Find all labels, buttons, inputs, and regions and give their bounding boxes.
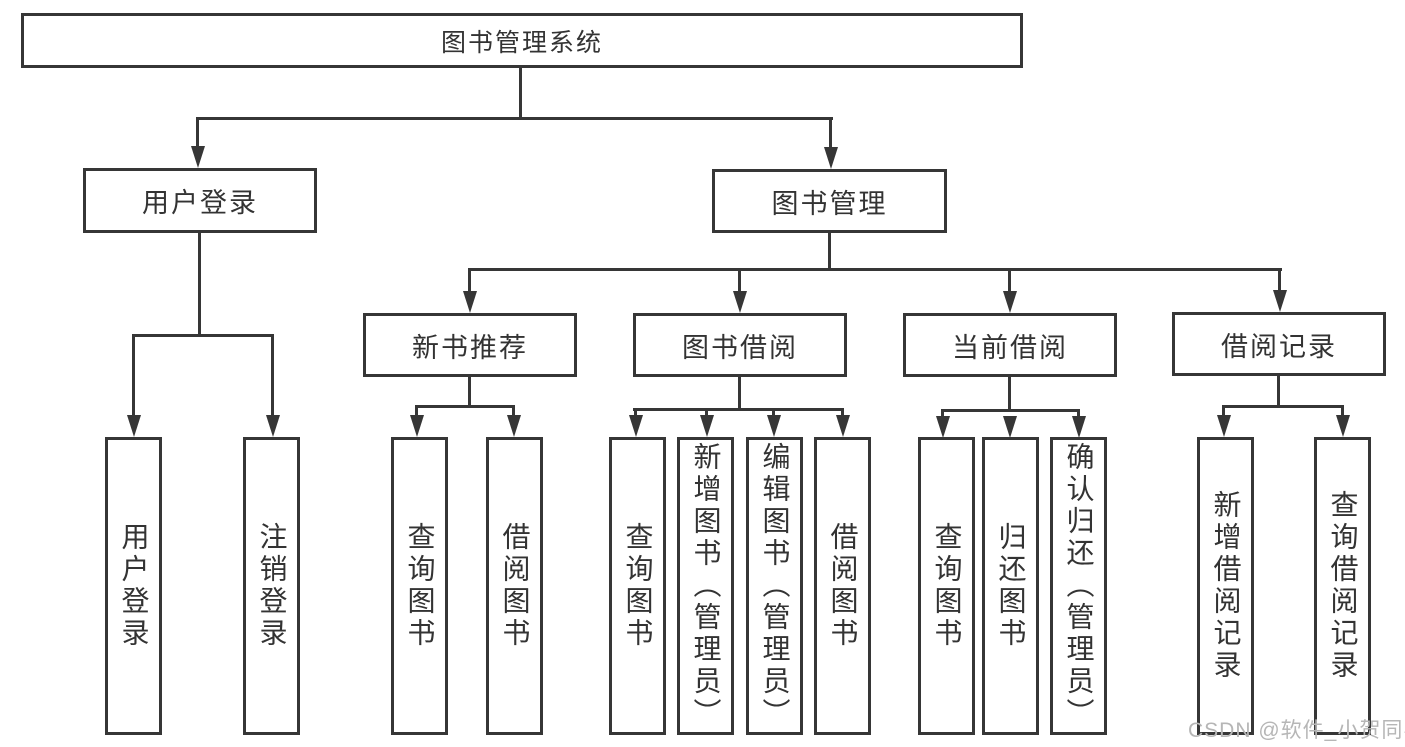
arrow-down-icon (1336, 415, 1350, 437)
connector-login-drop-1 (132, 334, 135, 415)
arrow-down-icon (266, 415, 280, 437)
arrow-down-icon (191, 146, 205, 168)
node-library-system: 图书管理系统 (21, 13, 1023, 68)
node-current-borrow: 当前借阅 (903, 313, 1117, 377)
connector-recommend-drop (468, 268, 471, 291)
connector-login-rail (132, 334, 274, 337)
arrow-down-icon (463, 291, 477, 313)
connector-user-login-drop (196, 117, 199, 148)
connector-level2-rail (196, 117, 833, 120)
connector-borrow-stem (738, 377, 741, 410)
connector-recommend-stem (468, 377, 471, 407)
connector-borrow-drop (738, 268, 741, 291)
arrow-down-icon (824, 147, 838, 169)
connector-records-rail (1222, 405, 1344, 408)
arrow-down-icon (410, 415, 424, 437)
arrow-down-icon (700, 415, 714, 437)
connector-current-rail (941, 409, 1080, 412)
leaf-query-books-recommend: 查询图书 (391, 437, 448, 735)
leaf-borrow-books: 借阅图书 (814, 437, 871, 735)
arrow-down-icon (1217, 415, 1231, 437)
connector-borrow-rail (633, 408, 844, 411)
leaf-user-login: 用户登录 (105, 437, 162, 735)
node-book-borrow: 图书借阅 (633, 313, 847, 377)
connector-records-drop-2 (1341, 405, 1344, 415)
connector-login-stem (198, 233, 201, 336)
connector-level3-rail (468, 268, 1282, 271)
leaf-confirm-return-admin: 确认归还（管理员） (1050, 437, 1107, 735)
leaf-edit-books-admin: 编辑图书（管理员） (746, 437, 803, 735)
leaf-query-books-borrow: 查询图书 (609, 437, 666, 735)
arrow-down-icon (629, 415, 643, 437)
node-user-login: 用户登录 (83, 168, 317, 233)
leaf-return-books: 归还图书 (982, 437, 1039, 735)
leaf-query-books-current: 查询图书 (918, 437, 975, 735)
connector-records-drop (1278, 268, 1281, 290)
node-new-book-recommend: 新书推荐 (363, 313, 577, 377)
connector-current-drop (1008, 268, 1011, 291)
connector-current-drop-3 (1077, 409, 1080, 416)
connector-book-mgmt-drop (829, 117, 832, 148)
leaf-logout: 注销登录 (243, 437, 300, 735)
connector-recommend-rail (415, 405, 515, 408)
arrow-down-icon (836, 415, 850, 437)
connector-login-drop-2 (271, 334, 274, 415)
arrow-down-icon (507, 415, 521, 437)
connector-borrow-drop-4 (841, 408, 844, 416)
csdn-watermark: CSDN @软件_小贺同学 (1188, 719, 1405, 742)
leaf-query-borrow-record: 查询借阅记录 (1314, 437, 1371, 735)
arrow-down-icon (733, 291, 747, 313)
connector-current-stem (1008, 377, 1011, 411)
arrow-down-icon (1273, 290, 1287, 312)
connector-records-drop-1 (1222, 405, 1225, 415)
arrow-down-icon (1072, 416, 1086, 438)
arrow-down-icon (127, 415, 141, 437)
node-book-management: 图书管理 (712, 169, 947, 233)
leaf-add-borrow-record: 新增借阅记录 (1197, 437, 1254, 735)
connector-current-drop-1 (941, 409, 944, 416)
connector-borrow-drop-3 (772, 408, 775, 416)
arrow-down-icon (936, 416, 950, 438)
connector-recommend-drop-1 (415, 405, 418, 415)
connector-borrow-drop-2 (705, 408, 708, 416)
arrow-down-icon (1003, 416, 1017, 438)
arrow-down-icon (767, 415, 781, 437)
connector-mgmt-stem (828, 233, 831, 271)
arrow-down-icon (1003, 291, 1017, 313)
node-borrow-records: 借阅记录 (1172, 312, 1386, 376)
leaf-add-books-admin: 新增图书（管理员） (677, 437, 734, 735)
connector-borrow-drop-1 (634, 408, 637, 416)
connector-root-stem (519, 68, 522, 118)
connector-records-stem (1277, 376, 1280, 407)
leaf-borrow-books-recommend: 借阅图书 (486, 437, 543, 735)
connector-recommend-drop-2 (512, 405, 515, 415)
